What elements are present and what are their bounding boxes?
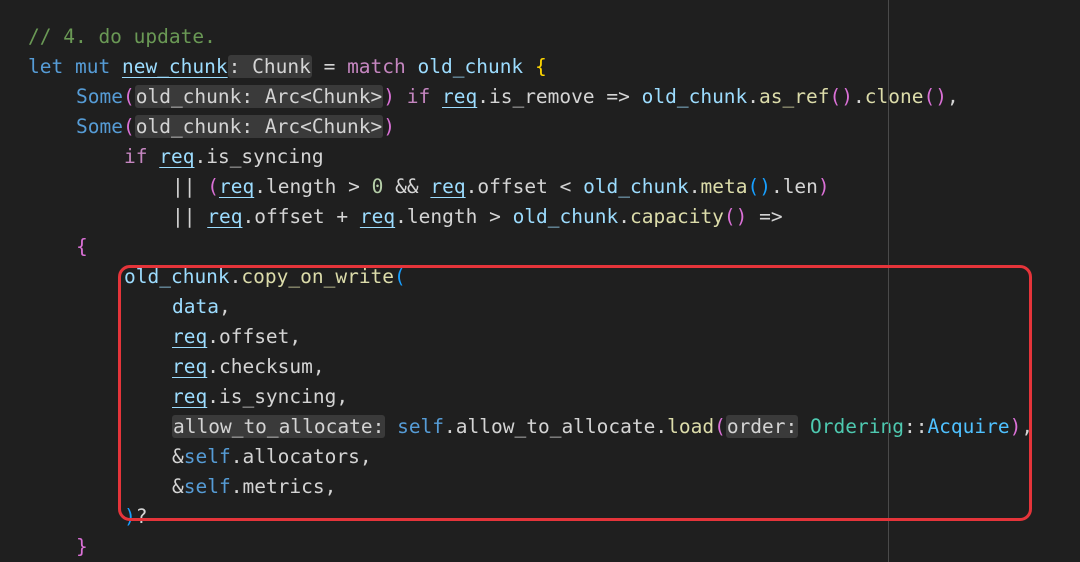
code-line-13: req.is_syncing, [172,385,349,408]
code-line-12: req.checksum, [172,355,325,378]
code-line-10: data, [172,295,231,318]
type-hint: : Chunk [227,55,312,78]
code-line-8: { [76,235,88,258]
vertical-ruler [888,0,889,562]
code-line-1: // 4. do update. [28,25,216,48]
param-hint: old_chunk: Arc<Chunk> [134,85,384,108]
code-line-6: || (req.length > 0 && req.offset < old_c… [172,175,830,198]
code-line-16: &self.metrics, [172,475,337,498]
code-line-7: || req.offset + req.length > old_chunk.c… [172,205,783,228]
code-line-11: req.offset, [172,325,302,348]
code-line-5: if req.is_syncing [124,145,324,168]
code-line-14: allow_to_allocate: self.allow_to_allocat… [172,415,1034,438]
code-line-4: Some(old_chunk: Arc<Chunk>) [76,115,396,138]
code-line-9: old_chunk.copy_on_write( [124,265,406,288]
code-line-15: &self.allocators, [172,445,372,468]
code-line-2: let mut new_chunk: Chunk = match old_chu… [28,55,547,78]
param-hint: allow_to_allocate: [172,415,386,438]
code-line-18: } [76,535,88,558]
param-hint: order: [725,415,799,438]
param-hint: old_chunk: Arc<Chunk> [134,115,384,138]
code-line-3: Some(old_chunk: Arc<Chunk>) if req.is_re… [76,85,959,108]
highlight-annotation-box [118,265,1032,521]
